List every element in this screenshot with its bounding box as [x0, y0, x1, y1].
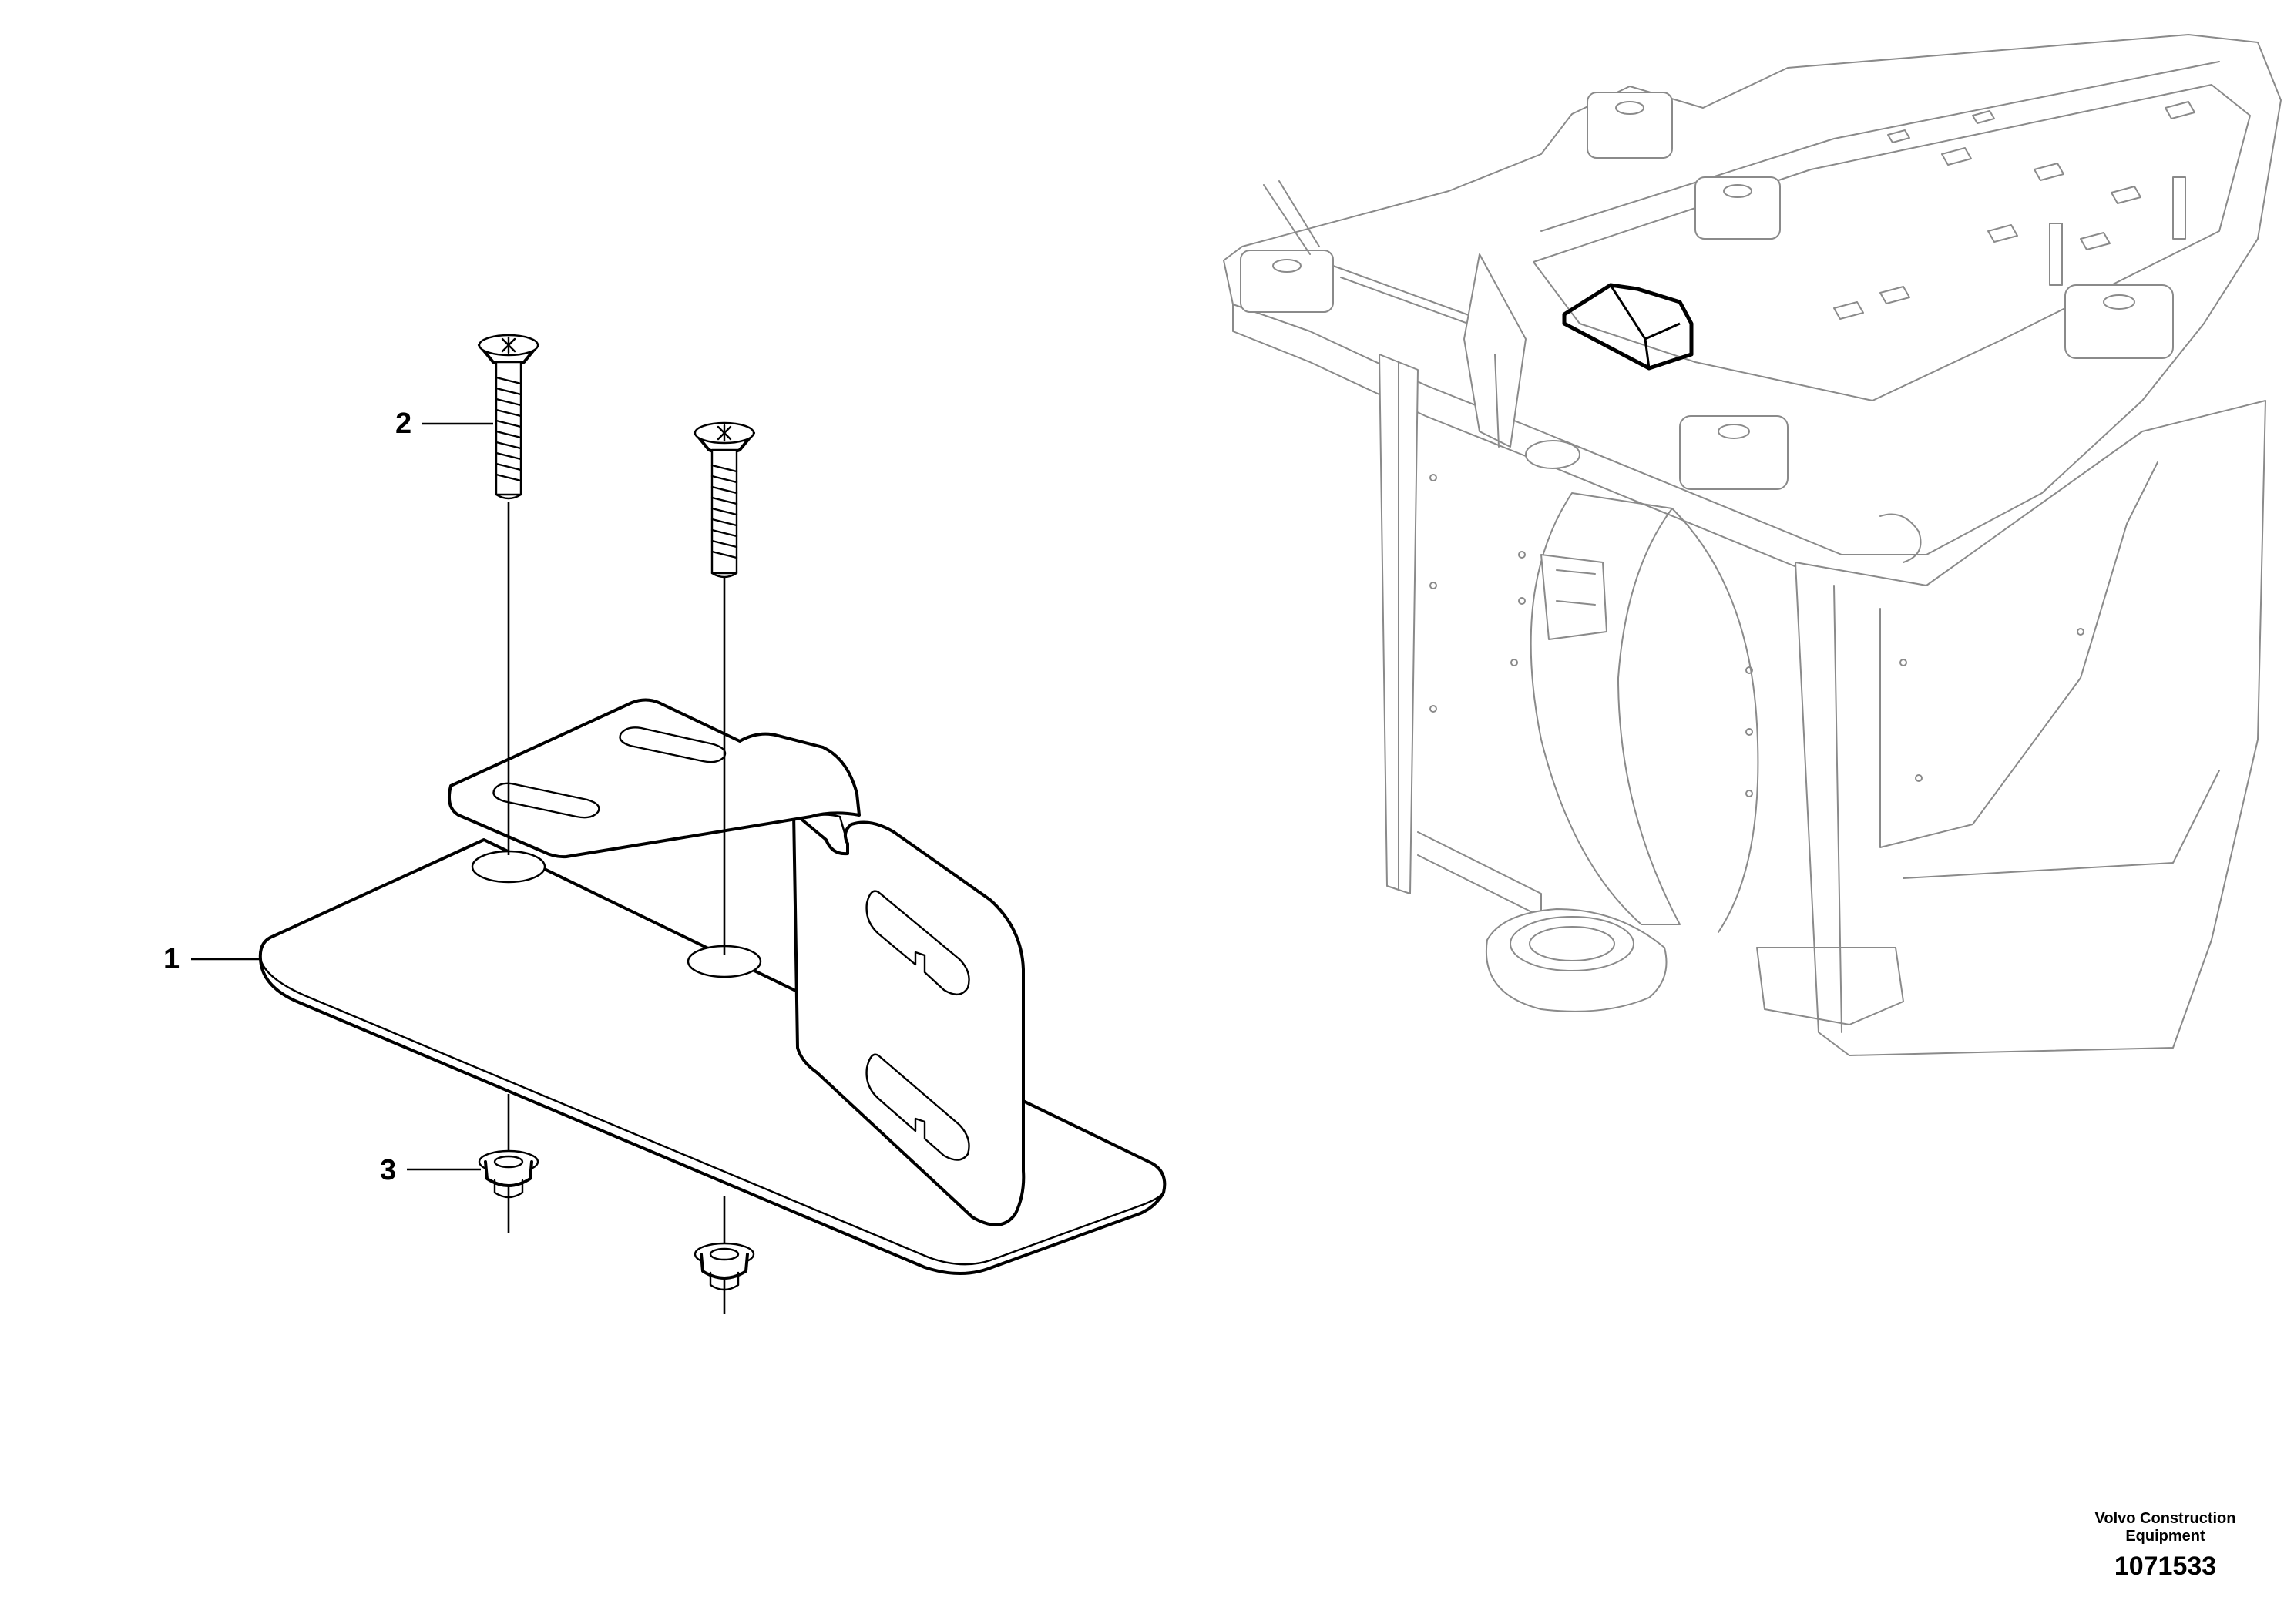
- flange-slot-left: [492, 782, 600, 819]
- bracket-assembly: [191, 334, 1167, 1314]
- callout-3: 3: [380, 1154, 397, 1186]
- bolt-left: [478, 334, 539, 500]
- callout-2: 2: [395, 408, 412, 440]
- brand-block: Volvo Construction Equipment 1071533: [2073, 1510, 2258, 1582]
- vertical-slot-lower: [865, 1053, 970, 1161]
- company-name-line1: Volvo Construction: [2094, 1510, 2236, 1527]
- flange-nut-right: [694, 1242, 755, 1291]
- bolt-right: [694, 421, 755, 579]
- flange-nut-left: [478, 1149, 539, 1199]
- base-plate: [258, 838, 1167, 1275]
- machine-frame: [1223, 34, 2282, 1056]
- callout-1: 1: [163, 943, 180, 975]
- drawing-number: 1071533: [2114, 1552, 2217, 1581]
- bracket-location-highlight: [1562, 283, 1694, 371]
- company-name-line2: Equipment: [2125, 1528, 2205, 1545]
- vertical-slot-upper: [865, 890, 970, 995]
- base-hole-left: [471, 850, 546, 884]
- bracket-top-flange: [448, 698, 861, 859]
